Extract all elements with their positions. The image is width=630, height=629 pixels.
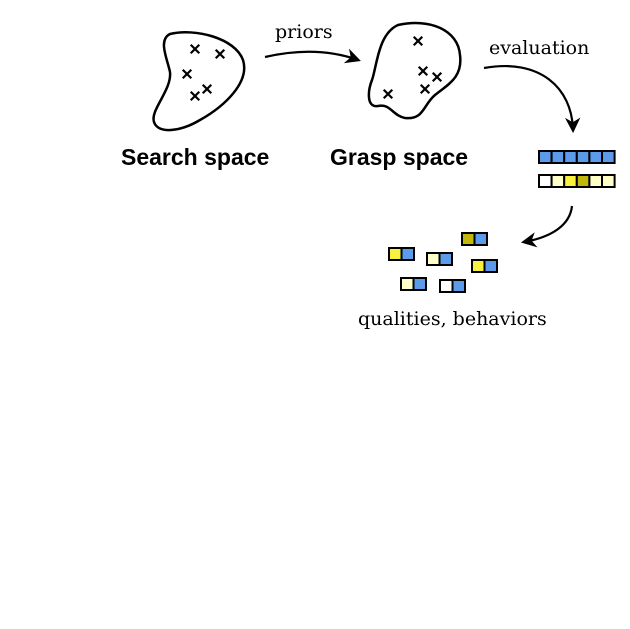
behavior-cell xyxy=(563,150,578,164)
quality-descriptor-bar xyxy=(538,174,616,188)
sample-mark xyxy=(417,65,429,77)
archive-pair xyxy=(400,277,427,291)
evaluation-label: evaluation xyxy=(489,37,589,59)
sample-mark xyxy=(382,88,394,100)
archive-pair xyxy=(439,279,466,293)
archive-cell xyxy=(400,247,415,261)
sample-mark xyxy=(189,43,201,55)
quality-cell xyxy=(588,174,604,188)
evaluation-arrow xyxy=(483,65,581,134)
sample-mark xyxy=(201,83,213,95)
search-space-label: Search space xyxy=(121,144,269,170)
archive-pair xyxy=(388,247,415,261)
archive-cell xyxy=(473,232,488,246)
archive-cell xyxy=(400,277,415,291)
priors-label: priors xyxy=(275,21,333,43)
archive-cell xyxy=(438,252,453,266)
quality-cell xyxy=(550,174,566,188)
behavior-cell xyxy=(575,150,591,164)
search-space-samples xyxy=(181,43,226,102)
archive-cell xyxy=(426,252,441,266)
priors-arrow xyxy=(264,48,361,64)
archive-cell xyxy=(483,259,498,273)
behavior-cell xyxy=(538,150,553,164)
archive-cell xyxy=(471,259,486,273)
sample-mark xyxy=(412,35,424,47)
grasp-space-samples xyxy=(382,35,443,100)
archive-cell xyxy=(451,279,466,293)
archive-pair xyxy=(426,252,453,266)
sample-mark xyxy=(189,90,201,102)
grasp-space-label: Grasp space xyxy=(330,144,468,170)
grasp-space-blob xyxy=(367,21,462,120)
archive-pair xyxy=(461,232,488,246)
sample-mark xyxy=(419,83,431,95)
archive-scatter xyxy=(388,232,498,293)
archive-cell xyxy=(388,247,403,261)
sample-mark xyxy=(431,71,443,83)
search-space-blob xyxy=(152,31,246,132)
behavior-descriptor-bar xyxy=(538,150,616,164)
behavior-cell xyxy=(588,150,604,164)
archive-cell xyxy=(439,279,454,293)
archive-cell xyxy=(461,232,476,246)
quality-cell xyxy=(563,174,578,188)
behavior-cell xyxy=(550,150,566,164)
sample-mark xyxy=(181,68,193,80)
sample-mark xyxy=(214,48,226,60)
quality-cell xyxy=(575,174,591,188)
archive-arrow xyxy=(520,205,574,248)
behavior-cell xyxy=(601,150,616,164)
archive-cell xyxy=(412,277,427,291)
archive-pair xyxy=(471,259,498,273)
quality-cell xyxy=(538,174,553,188)
quality-cell xyxy=(601,174,616,188)
qualities-behaviors-label: qualities, behaviors xyxy=(358,308,547,330)
